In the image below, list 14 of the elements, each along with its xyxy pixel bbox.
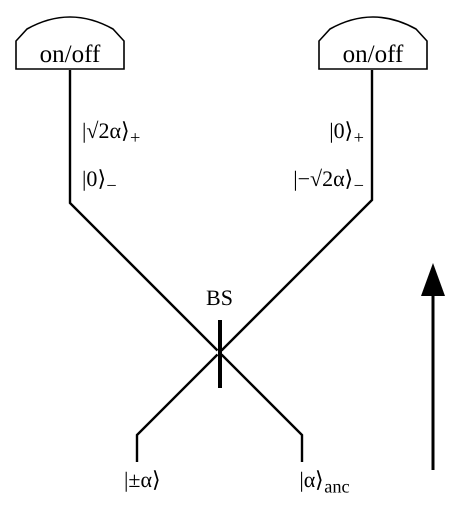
beam-splitter [218,320,222,388]
state-label: |0⟩$_{−}$ [82,168,117,195]
detector: on/off [318,13,428,70]
state-label: |0⟩$_{+}$ [329,120,364,147]
state-label: |−√2α⟩$_{−}$ [293,168,364,195]
beam-splitter-label: BS [205,287,234,309]
state-label: |√2α⟩$_{+}$ [82,120,140,147]
light-path [68,70,218,352]
light-path [220,70,374,352]
light-path [220,354,304,462]
light-path [136,354,218,462]
detector: on/off [15,13,125,70]
input-state: |α⟩$_{anc}$ [282,462,367,502]
input-state: |±α⟩ [105,462,180,498]
